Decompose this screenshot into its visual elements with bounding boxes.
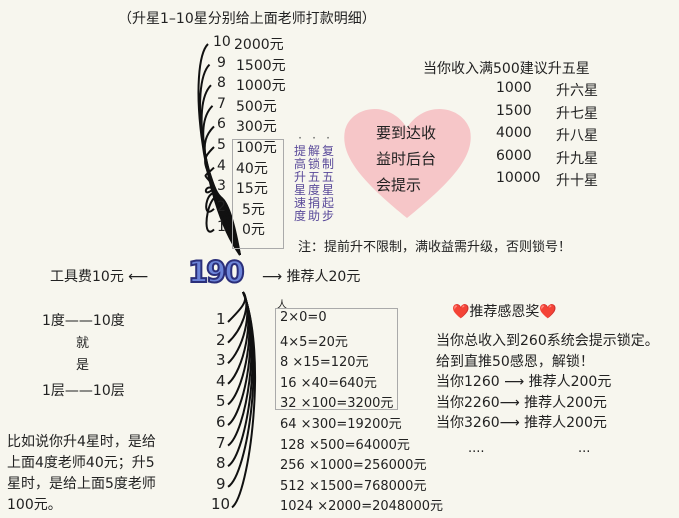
star-amount: 100元 xyxy=(236,140,277,156)
advice-income: 1000 xyxy=(496,80,532,96)
vertical-note: ·解锁五度捐助 xyxy=(307,132,321,223)
reward-title: ❤️推荐感恩奖❤️ xyxy=(452,304,557,320)
star-amount: 1000元 xyxy=(236,78,286,95)
dot: · xyxy=(326,131,330,145)
formula: 512 ×1500=768000元 xyxy=(280,478,427,494)
advice-action: 升七星 xyxy=(556,105,598,122)
star-level: 6 xyxy=(217,116,226,133)
ellipsis-right: ··· xyxy=(578,445,591,460)
dot: · xyxy=(298,131,302,145)
branch-line xyxy=(204,186,241,256)
advice-action: 升十星 xyxy=(556,173,598,189)
level-number: 8 xyxy=(216,454,226,473)
example-text: 比如说你升4星时，是给 上面4度老师40元；升5 星时，是给上面5度老师 100… xyxy=(7,432,156,516)
advice-income: 4000 xyxy=(496,125,532,141)
star-amount: 500元 xyxy=(236,98,277,115)
advice-action: 升九星 xyxy=(556,150,598,167)
level-number: 1 xyxy=(216,310,226,328)
example-line: 100元。 xyxy=(7,497,62,513)
star-level: 10 xyxy=(213,34,231,50)
heart-line: 会提示 xyxy=(376,176,422,194)
star-level: 2 xyxy=(217,198,226,215)
vertical-note: ·提高升星速度 xyxy=(293,132,307,223)
heart-line: 要到达收 xyxy=(376,124,437,142)
vertical-note-text: 提高升星速度 xyxy=(293,144,306,223)
star-level: 4 xyxy=(217,157,226,174)
level-number: 3 xyxy=(216,351,226,370)
level-number: 9 xyxy=(216,474,226,493)
level-number: 7 xyxy=(216,433,226,452)
formula: 8 ×15=120元 xyxy=(280,355,369,371)
heart-shape xyxy=(344,109,471,218)
reward-lines: 当你总收入到260系统会提示锁定。 给到直推50感恩，解锁！ 当你1260 ⟶ … xyxy=(436,331,659,434)
upgrade-advice-title: 当你收入满500建议升五星 xyxy=(423,61,590,77)
ellipsis-left: ···· xyxy=(468,445,485,460)
dot: · xyxy=(312,131,316,145)
reward-line: 当你1260 ⟶ 推荐人200元 xyxy=(436,374,612,390)
formula: 128 ×500=64000元 xyxy=(280,437,410,453)
star-amount: 300元 xyxy=(236,119,277,136)
star-level: 1 xyxy=(217,219,226,236)
star-amount: 5元 xyxy=(242,201,265,218)
note-text: 注：提前升不限制，满收益需升级，否则锁号！ xyxy=(298,240,572,255)
vertical-note-text: 复制五星起步 xyxy=(321,144,334,223)
heart-text: 要到达收 益时后台 会提示 xyxy=(376,120,436,198)
advice-income: 10000 xyxy=(496,170,541,186)
layer-range: 1层——10层 xyxy=(42,383,125,399)
branch-line xyxy=(204,166,241,256)
degree-word: 就 xyxy=(76,336,90,351)
center-value-badge: 190 xyxy=(187,254,246,290)
heart-line: 益时后台 xyxy=(376,150,437,168)
degree-range: 1度——10度 xyxy=(42,313,125,329)
branch-line xyxy=(231,291,256,509)
highlight-box-formulas xyxy=(275,308,398,410)
advice-income: 1500 xyxy=(496,102,532,119)
degree-word: 是 xyxy=(76,358,90,373)
branch-line xyxy=(227,291,247,323)
star-level: 5 xyxy=(217,137,226,153)
vertical-note: ·复制五星起步 xyxy=(321,132,335,223)
vertical-note-text: 解锁五度捐助 xyxy=(307,144,320,223)
advice-action: 升六星 xyxy=(556,83,598,99)
star-amount: 0元 xyxy=(242,222,265,239)
reward-line: 当你3260⟶ 推荐人200元 xyxy=(436,415,607,431)
star-amount: 1500元 xyxy=(236,57,286,74)
formula: 32 ×100=3200元 xyxy=(280,396,394,412)
formula: 256 ×1000=256000元 xyxy=(280,458,427,474)
formula: 4×5=20元 xyxy=(280,334,348,350)
star-level: 9 xyxy=(217,54,226,71)
star-level: 3 xyxy=(217,178,226,195)
star-level: 8 xyxy=(217,75,226,92)
level-number: 5 xyxy=(216,392,226,411)
branch-line xyxy=(205,195,241,256)
example-line: 比如说你升4星时，是给 xyxy=(7,434,156,450)
formula: 1024 ×2000=2048000元 xyxy=(280,499,443,515)
people-label: 人 xyxy=(277,300,287,311)
star-amount: 2000元 xyxy=(234,37,284,53)
formula: 2×0=0 xyxy=(280,310,327,325)
diagram-title: （升星1–10星分别给上面老师打款明细） xyxy=(118,11,376,27)
tool-fee-label: 工具费10元 ⟵ xyxy=(50,269,149,285)
star-amount: 15元 xyxy=(236,181,268,198)
referrer-fee-label: ⟶ 推荐人20元 xyxy=(262,269,361,285)
level-number: 2 xyxy=(216,330,226,349)
star-level: 7 xyxy=(217,95,226,112)
star-amount: 40元 xyxy=(236,160,268,177)
formula: 64 ×300=19200元 xyxy=(280,417,402,432)
reward-line: 当你2260⟶ 推荐人200元 xyxy=(436,394,607,411)
reward-line: 当你总收入到260系统会提示锁定。 xyxy=(436,333,659,349)
advice-income: 6000 xyxy=(496,147,532,164)
formula: 16 ×40=640元 xyxy=(280,375,377,391)
level-number: 4 xyxy=(216,371,226,390)
advice-action: 升八星 xyxy=(556,128,598,144)
branch-line xyxy=(227,291,250,385)
highlight-box-stars xyxy=(232,139,284,249)
example-line: 星时，是给上面5度老师 xyxy=(7,476,156,492)
level-number: 10 xyxy=(211,495,231,514)
reward-line: 给到直推50感恩，解锁！ xyxy=(436,353,594,370)
level-number: 6 xyxy=(216,413,226,431)
example-line: 上面4度老师40元；升5 xyxy=(7,455,155,471)
